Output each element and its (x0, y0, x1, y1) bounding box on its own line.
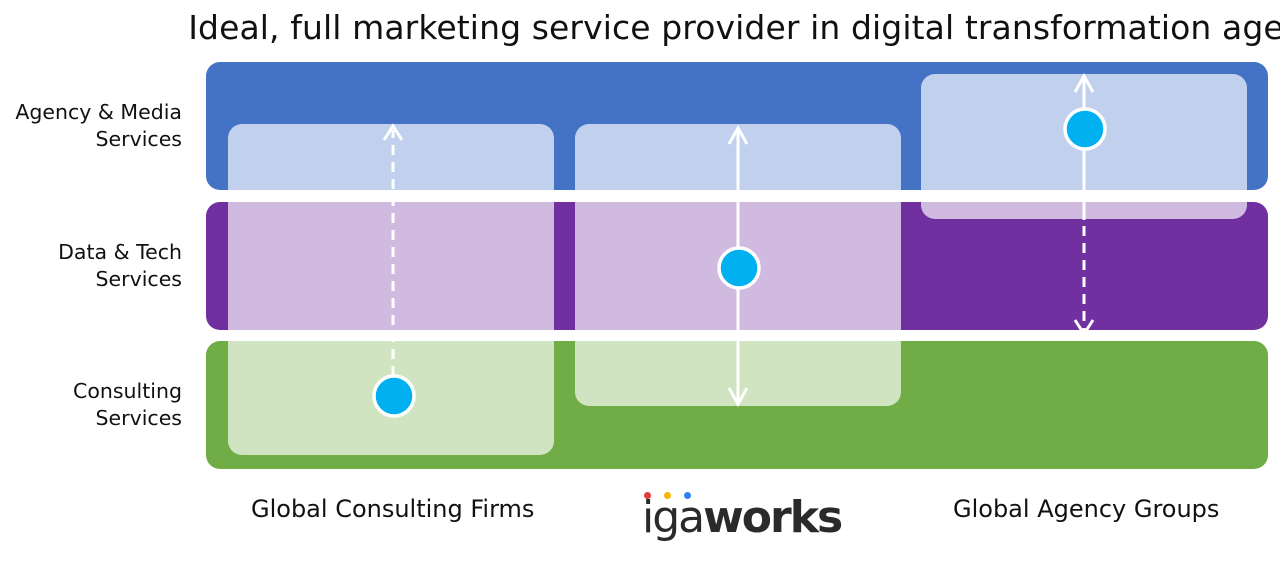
logo-text-light: iga (642, 492, 705, 543)
logo-dot-red (644, 492, 651, 499)
igaworks-logo: igaworks (642, 486, 843, 546)
arrowhead-down-right (1073, 319, 1095, 337)
arrowhead-up-right (1073, 72, 1095, 93)
row-label-data-tech: Data & Tech Services (58, 240, 182, 291)
row-label-consulting: Consulting Services (73, 379, 182, 430)
marker-middle (717, 246, 761, 290)
label-global-consulting-firms: Global Consulting Firms (251, 495, 535, 523)
logo-dot-yellow (664, 492, 671, 499)
logo-wordmark: igaworks (642, 492, 843, 543)
marker-right (1063, 107, 1107, 151)
diagram-title: Ideal, full marketing service provider i… (188, 8, 1280, 47)
arrowhead-up-middle (727, 124, 749, 145)
logo-text-bold: works (703, 492, 843, 543)
row-label-agency-media: Agency & Media Services (15, 100, 182, 151)
logo-dot-blue (684, 492, 691, 499)
label-global-agency-groups: Global Agency Groups (953, 495, 1220, 523)
arrowhead-up-left (382, 123, 404, 141)
arrowhead-down-middle (727, 387, 749, 408)
marker-left (372, 374, 416, 418)
logo-dots (644, 492, 704, 500)
